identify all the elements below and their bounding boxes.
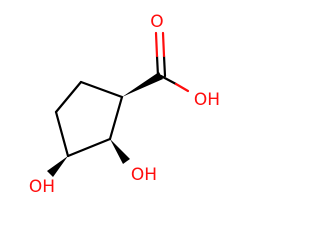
carboxyl-oh-label: OH <box>194 90 220 110</box>
bond-c5-c4 <box>54 80 83 114</box>
atom-labels: O OH OH OH <box>29 12 220 197</box>
ring-bonds <box>54 80 124 158</box>
bond-cooh-c-o-double-1-red <box>154 31 159 58</box>
c3-hydroxyl-label: OH <box>29 177 55 197</box>
carbonyl-oxygen-label: O <box>150 12 163 32</box>
wedge-c1-ccooh <box>122 72 163 97</box>
carboxyl-bonds <box>154 31 190 93</box>
wedge-bonds <box>47 72 163 177</box>
bond-cooh-c-oh <box>159 74 178 86</box>
bond-c4-c3 <box>54 110 70 158</box>
bond-cooh-c-o-double-2-red <box>161 31 166 58</box>
bond-cooh-c-oh-red <box>174 82 190 93</box>
bond-c3-c2 <box>66 137 112 158</box>
wedge-c2-oh <box>110 139 130 164</box>
bond-cooh-c-o-double-2 <box>162 54 167 78</box>
wedge-c3-oh <box>47 156 68 177</box>
bond-c1-c5 <box>79 80 124 99</box>
bond-cooh-c-o-double-1 <box>155 54 160 78</box>
structure-canvas: O OH OH OH <box>29 12 220 197</box>
bond-c2-c1 <box>108 95 124 141</box>
c2-hydroxyl-label: OH <box>131 165 157 185</box>
